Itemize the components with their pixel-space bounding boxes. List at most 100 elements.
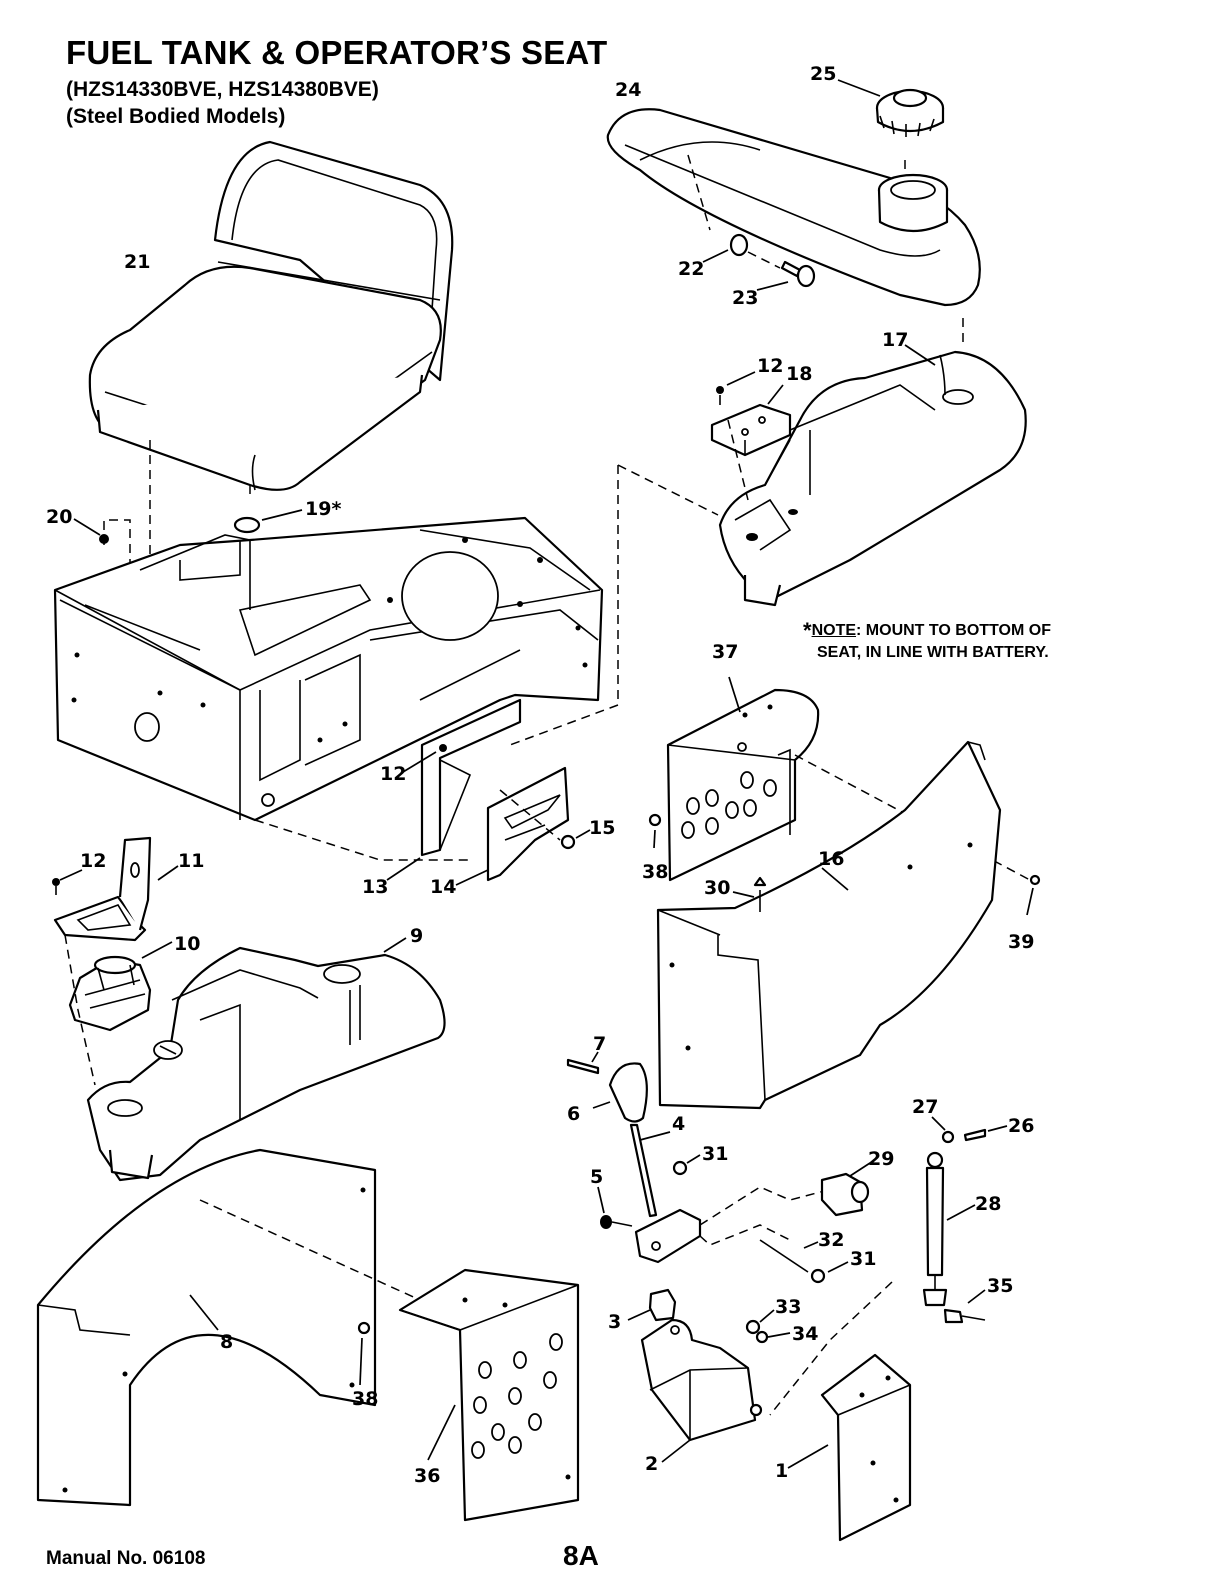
callout-12-lower: 12 bbox=[80, 850, 106, 872]
bracket-part-18 bbox=[710, 384, 792, 457]
callout-38-upper: 38 bbox=[642, 861, 668, 883]
clip-part-26 bbox=[963, 1125, 1008, 1142]
fuel-tank-part-17 bbox=[718, 318, 1027, 607]
nut-part-15 bbox=[560, 829, 591, 850]
callout-14: 14 bbox=[430, 876, 456, 898]
pad-part-19 bbox=[233, 509, 303, 534]
callout-20: 20 bbox=[46, 506, 72, 528]
lever-linkage-guide bbox=[699, 1186, 829, 1246]
callout-31-lower: 31 bbox=[850, 1248, 876, 1270]
bolt-part-35 bbox=[943, 1289, 986, 1324]
callout-5: 5 bbox=[590, 1166, 603, 1188]
washer-part-34 bbox=[755, 1330, 791, 1344]
callout-33: 33 bbox=[775, 1296, 801, 1318]
callout-3: 3 bbox=[608, 1311, 621, 1333]
callout-16: 16 bbox=[818, 848, 844, 870]
shift-boot-part-10 bbox=[64, 934, 173, 1086]
callout-30: 30 bbox=[704, 877, 730, 899]
callout-19: 19* bbox=[305, 498, 341, 520]
page-number: 8A bbox=[563, 1540, 599, 1571]
fender-part-8 bbox=[36, 1148, 377, 1507]
nut-part-39 bbox=[1026, 874, 1041, 916]
callout-2: 2 bbox=[645, 1453, 658, 1475]
callout-36: 36 bbox=[414, 1465, 440, 1487]
rod-part-32 bbox=[759, 1239, 819, 1273]
fuel-cap-part-25 bbox=[837, 79, 945, 137]
frame-to-tank-guide bbox=[509, 464, 719, 746]
callout-17: 17 bbox=[882, 329, 908, 351]
callout-27: 27 bbox=[912, 1096, 938, 1118]
chassis-frame bbox=[53, 516, 604, 822]
callout-22: 22 bbox=[678, 258, 704, 280]
callout-32: 32 bbox=[818, 1229, 844, 1251]
plate-part-1 bbox=[787, 1353, 912, 1542]
model-numbers: (HZS14330BVE, HZS14380BVE) bbox=[66, 78, 379, 101]
plate-part-36 bbox=[398, 1268, 580, 1522]
callout-26: 26 bbox=[1008, 1115, 1034, 1137]
screw-part-12-upper bbox=[716, 371, 756, 501]
note-line-2: SEAT, IN LINE WITH BATTERY. bbox=[817, 644, 1049, 661]
washer-part-22 bbox=[702, 233, 781, 269]
callout-23: 23 bbox=[732, 287, 758, 309]
screw-part-30 bbox=[732, 876, 767, 912]
nut-part-31-lower bbox=[810, 1261, 849, 1284]
callout-25: 25 bbox=[810, 63, 836, 85]
lever-knob-part-6 bbox=[592, 1062, 648, 1123]
bolt-part-5 bbox=[597, 1186, 633, 1229]
model-variant: (Steel Bodied Models) bbox=[66, 105, 286, 128]
nut-part-38-lower bbox=[357, 1321, 371, 1386]
fender-to-plate-guide-8 bbox=[199, 1199, 421, 1301]
callout-28: 28 bbox=[975, 1193, 1001, 1215]
note-label: NOTE bbox=[811, 622, 857, 639]
nut-part-38-upper bbox=[648, 813, 662, 849]
plate-part-37 bbox=[666, 676, 820, 882]
callout-35: 35 bbox=[987, 1275, 1013, 1297]
callout-4: 4 bbox=[672, 1113, 685, 1135]
nut-part-33 bbox=[745, 1309, 775, 1335]
note-line-1: : MOUNT TO BOTTOM OF bbox=[856, 622, 1051, 639]
frame-to-bracket-guide bbox=[254, 789, 561, 861]
callout-31-upper: 31 bbox=[702, 1143, 728, 1165]
manual-number: Manual No. 06108 bbox=[46, 1548, 206, 1569]
callout-37: 37 bbox=[712, 641, 738, 663]
pin-part-7 bbox=[566, 1051, 600, 1075]
fender-part-16 bbox=[656, 740, 1002, 1110]
callout-12-mid: 12 bbox=[380, 763, 406, 785]
callout-39: 39 bbox=[1008, 931, 1034, 953]
bracket-part-2 bbox=[640, 1318, 763, 1463]
note-asterisk: * bbox=[803, 618, 812, 643]
callout-11: 11 bbox=[178, 850, 204, 872]
callout-8: 8 bbox=[220, 1331, 233, 1353]
shift-lever-part-4 bbox=[629, 1123, 702, 1264]
page-title: FUEL TANK & OPERATOR’S SEAT bbox=[66, 34, 608, 71]
callout-29: 29 bbox=[868, 1148, 894, 1170]
block-part-3 bbox=[627, 1288, 677, 1322]
bracket-part-29 bbox=[820, 1162, 871, 1217]
tank-cover-part-24 bbox=[606, 108, 981, 307]
callout-10: 10 bbox=[174, 933, 200, 955]
callout-18: 18 bbox=[786, 363, 812, 385]
callout-13: 13 bbox=[362, 876, 388, 898]
callout-9: 9 bbox=[410, 925, 423, 947]
nut-part-31-upper bbox=[672, 1154, 701, 1176]
callout-24: 24 bbox=[615, 79, 641, 101]
callout-15: 15 bbox=[589, 817, 615, 839]
screw-part-23 bbox=[756, 260, 816, 291]
callout-21: 21 bbox=[124, 251, 150, 273]
washer-part-27 bbox=[931, 1116, 955, 1144]
bracket-part-13 bbox=[386, 698, 522, 881]
callout-labels: 21 20 19* 24 25 22 23 17 12 18 37 12 15 … bbox=[46, 63, 1034, 1487]
callout-34: 34 bbox=[792, 1323, 818, 1345]
screw-part-12-lower bbox=[52, 869, 83, 895]
mounting-note: *NOTE: MOUNT TO BOTTOM OF SEAT, IN LINE … bbox=[803, 620, 1051, 664]
callout-7: 7 bbox=[593, 1033, 606, 1055]
gas-spring-part-28 bbox=[922, 1151, 976, 1307]
console-part-9 bbox=[86, 937, 446, 1182]
bracket-part-14 bbox=[455, 766, 570, 886]
callout-38-lower: 38 bbox=[352, 1388, 378, 1410]
bracket-part-11 bbox=[53, 836, 179, 942]
callout-1: 1 bbox=[775, 1460, 788, 1482]
callout-12-upper: 12 bbox=[757, 355, 783, 377]
callout-6: 6 bbox=[567, 1103, 580, 1125]
